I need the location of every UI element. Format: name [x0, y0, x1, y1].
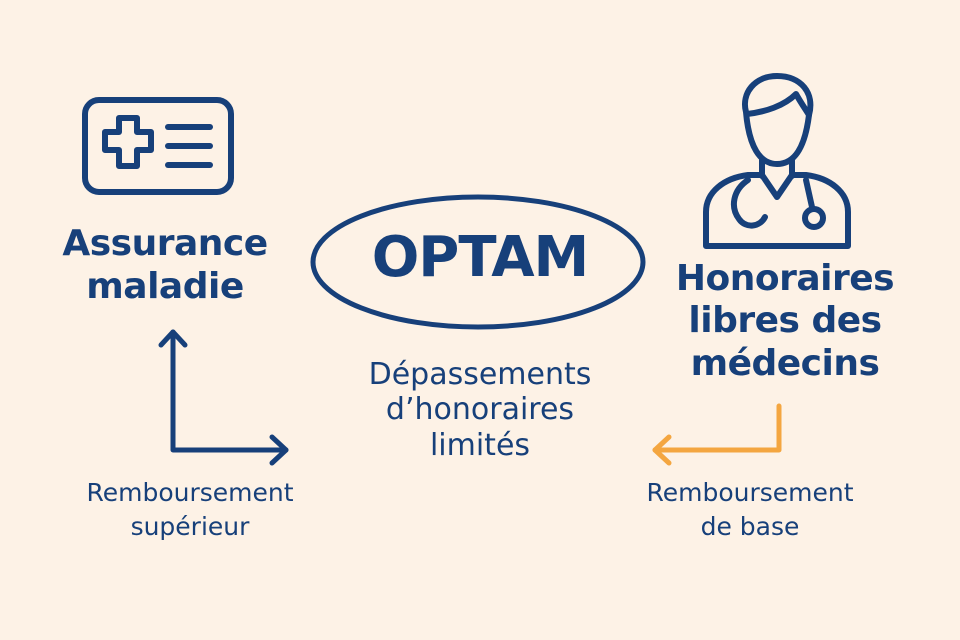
- higher-reimbursement-label: Remboursement supérieur: [40, 476, 340, 543]
- doctor-body: [703, 172, 851, 249]
- optam-title: OPTAM: [320, 224, 640, 291]
- arrowhead-left: [652, 434, 672, 466]
- base-reimbursement-label: Remboursement de base: [600, 476, 900, 543]
- arrowhead-right: [269, 434, 289, 466]
- insurance-label-line: Assurance: [62, 223, 268, 264]
- health-insurance-card-icon: [82, 97, 234, 195]
- doctors-fees-line: Honoraires: [675, 258, 895, 299]
- limited-overruns-label: Dépassements d’honoraires limités: [290, 357, 670, 463]
- doctor-with-stethoscope-icon: [703, 73, 851, 249]
- card-outline: [82, 97, 234, 195]
- arrow-shaft: [170, 329, 289, 453]
- insurance-label-line: maladie: [86, 266, 244, 308]
- doctors-fees-line: libres des: [688, 300, 882, 342]
- doctors-fees-line: médecins: [690, 342, 880, 384]
- limited-overruns-line: limités: [429, 427, 531, 463]
- base-reimbursement-line: de base: [700, 511, 800, 541]
- higher-reimbursement-line: supérieur: [130, 511, 250, 541]
- limited-overruns-line: d’honoraires: [385, 392, 575, 428]
- arrowhead-up: [158, 329, 188, 348]
- stethoscope-left: [730, 177, 768, 229]
- medical-cross: [102, 115, 154, 169]
- optam-ellipse: [310, 194, 646, 330]
- stethoscope-right: [803, 177, 815, 210]
- stethoscope-chestpiece: [802, 206, 826, 230]
- optam-title-text: OPTAM: [371, 225, 590, 290]
- limited-overruns-line: Dépassements: [368, 357, 592, 392]
- base-reimbursement-line: Remboursement: [646, 478, 854, 507]
- higher-reimbursement-line: Remboursement: [86, 478, 294, 507]
- insurance-label: Assurance maladie: [40, 222, 290, 308]
- arrow-shaft: [652, 403, 782, 453]
- right-connector-arrow: [652, 403, 782, 466]
- left-connector-arrow: [158, 329, 289, 466]
- doctors-fees-label: Honoraires libres des médecins: [660, 258, 910, 385]
- doctor-hairline: [744, 91, 812, 118]
